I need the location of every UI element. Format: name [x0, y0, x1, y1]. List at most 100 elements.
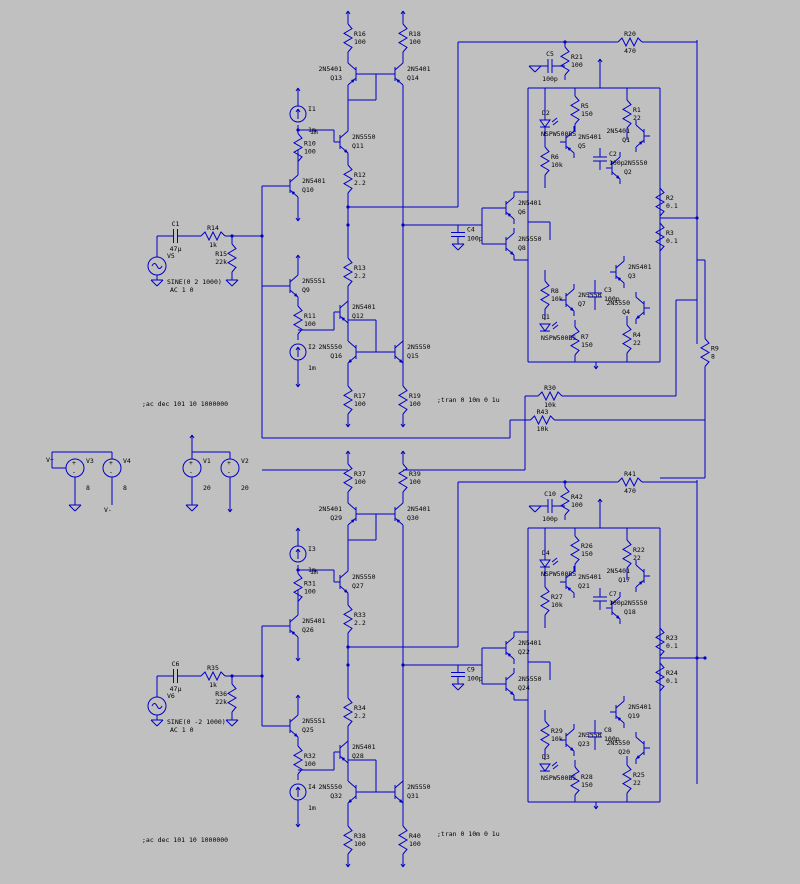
supply-arrow-icon — [295, 527, 301, 535]
source-name: I1 — [308, 105, 316, 113]
transistor-name: Q21 — [578, 582, 590, 590]
transistor-model: 2N5550 — [607, 299, 631, 307]
transistor-name: Q15 — [407, 352, 419, 360]
resistor-name: R11 — [304, 312, 316, 320]
resistor-value: 0.1 — [666, 202, 678, 210]
transistor-model: 2N5550 — [624, 159, 648, 167]
transistor-model: 2N5401 — [407, 65, 431, 73]
transistor-name: Q25 — [302, 726, 314, 734]
resistor-value: 150 — [581, 781, 593, 789]
directive-tran-bottom: ;tran 0 10m 0 1u — [437, 830, 500, 838]
resistor-name: R26 — [581, 542, 593, 550]
transistor-name: Q9 — [302, 286, 310, 294]
ground-icon — [150, 279, 164, 287]
diode-model: NSPW500BS — [541, 334, 576, 342]
transistor-model: 2N5401 — [578, 573, 602, 581]
resistor-value: 1k — [209, 681, 217, 689]
transistor-model: 2N5401 — [607, 567, 631, 575]
ground-icon — [451, 683, 465, 691]
source-value: 8 — [86, 484, 90, 492]
source-value: SINE(0 -2 1000) — [167, 718, 226, 726]
capacitor-name: C10 — [544, 490, 556, 498]
ground-icon — [451, 243, 465, 251]
source-value: 1m — [308, 364, 316, 372]
resistor-value: 470 — [624, 487, 636, 495]
resistor-name: R14 — [207, 224, 219, 232]
source-name: V5 — [167, 252, 175, 260]
transistor-model: 2N5550 — [319, 783, 343, 791]
resistor-value: 10k — [551, 735, 563, 743]
resistor-name: R30 — [544, 384, 556, 392]
resistor-name: R1 — [633, 106, 641, 114]
resistor-name: R37 — [354, 470, 366, 478]
resistor-name: R15 — [215, 250, 227, 258]
resistor-value: 100 — [304, 760, 316, 768]
load: R98 — [660, 259, 719, 659]
transistor-name: Q12 — [352, 312, 364, 320]
resistor-name: R6 — [551, 153, 559, 161]
capacitor-value: 100p — [604, 735, 620, 743]
capacitor-value: 100p — [467, 235, 483, 243]
resistor-r9: R98 — [700, 330, 719, 375]
resistor-name: R33 — [354, 611, 366, 619]
capacitor-value: 100p — [467, 675, 483, 683]
resistor-value: 100 — [409, 840, 421, 848]
resistor-value: 100 — [354, 478, 366, 486]
plus-sign: + — [227, 459, 231, 467]
transistor-model: 2N5401 — [407, 505, 431, 513]
transistor-model: 2N5401 — [518, 199, 542, 207]
resistor-value: 100 — [409, 478, 421, 486]
resistor-value: 100 — [409, 38, 421, 46]
transistor-name: Q14 — [407, 74, 419, 82]
transistor-model: 2N5550 — [518, 675, 542, 683]
resistor-name: R29 — [551, 727, 563, 735]
ground-icon — [225, 719, 239, 727]
resistor-value: 10k — [544, 401, 556, 409]
resistor-value: 10k — [551, 161, 563, 169]
resistor-name: R20 — [624, 30, 636, 38]
resistor-name: R25 — [633, 771, 645, 779]
source-value: 1m — [310, 568, 318, 576]
plus-sign: + — [72, 459, 76, 467]
resistor-name: R5 — [581, 102, 589, 110]
resistor-value: 10k — [551, 601, 563, 609]
transistor-model: 2N5550 — [352, 573, 376, 581]
resistor-name: R17 — [354, 392, 366, 400]
sine-source-v5 — [147, 256, 167, 276]
resistor-name: R4 — [633, 331, 641, 339]
transistor-name: Q1 — [622, 136, 630, 144]
ground-icon — [150, 719, 164, 727]
source-value: 8 — [123, 484, 127, 492]
resistor-value: 100 — [354, 38, 366, 46]
